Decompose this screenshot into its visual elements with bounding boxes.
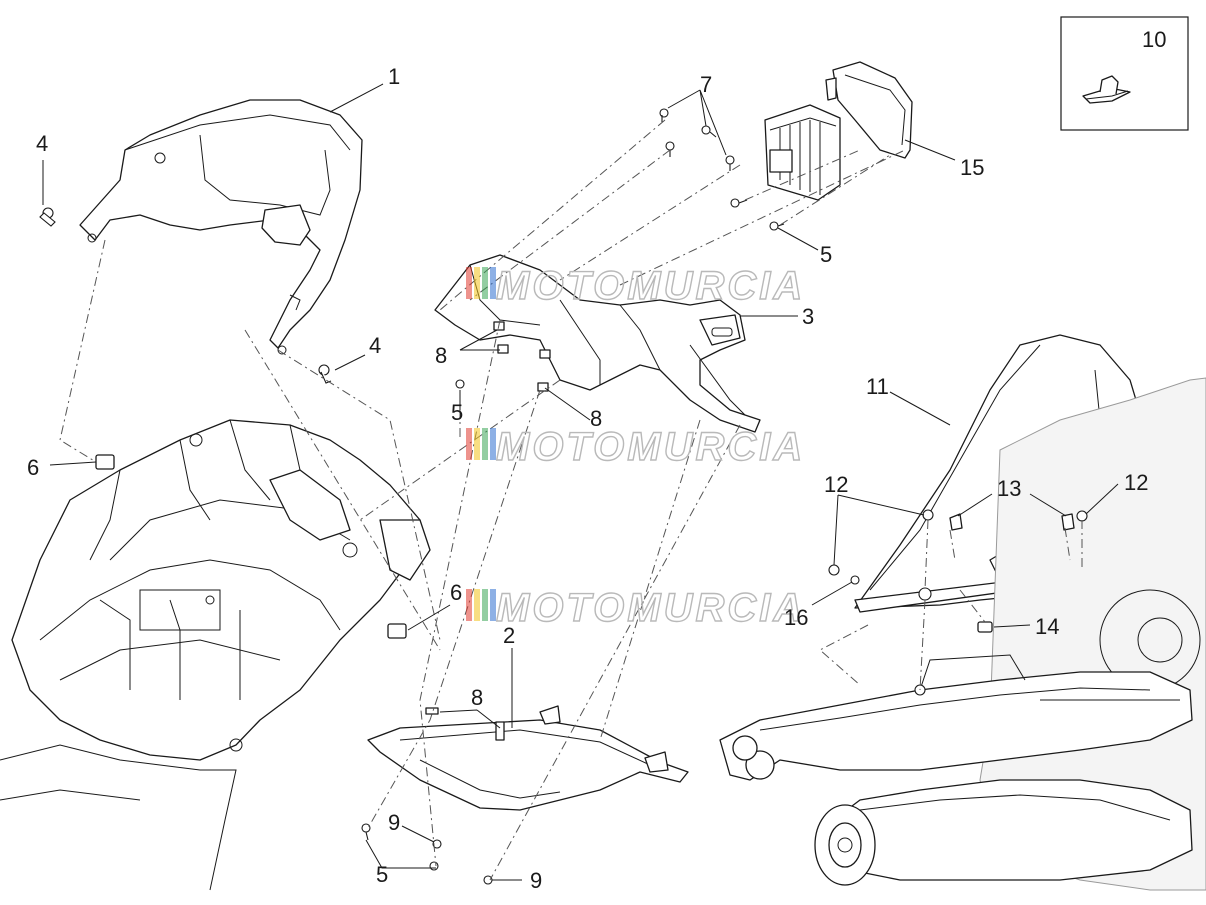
watermark-text: MOTOMURCIA: [496, 425, 805, 469]
watermark-text: MOTOMURCIA: [496, 264, 805, 308]
rear-subframe: [0, 419, 431, 891]
callout-5: 5: [376, 862, 388, 887]
callout-8: 8: [435, 343, 447, 368]
callout-labels: 1 2 3 4 4 5 5 5 6 6 7 8 8 8 9 9 10 11 12…: [27, 27, 1166, 893]
callout-5: 5: [451, 400, 463, 425]
callout-8: 8: [590, 406, 602, 431]
bracket-part-15: [825, 61, 913, 159]
callout-3: 3: [802, 304, 814, 329]
callout-10: 10: [1142, 27, 1166, 52]
leader-lines: [42, 83, 1119, 881]
fasteners: [39, 108, 1088, 885]
tray-part-2: [367, 705, 689, 811]
callout-6: 6: [450, 580, 462, 605]
inset-box-part-10: [1060, 16, 1189, 131]
callout-8: 8: [471, 685, 483, 710]
callout-6: 6: [27, 455, 39, 480]
callout-15: 15: [960, 155, 984, 180]
watermark-middle: MOTOMURCIA: [466, 424, 805, 470]
callout-9: 9: [388, 810, 400, 835]
callout-7: 7: [700, 72, 712, 97]
callout-1: 1: [388, 64, 400, 89]
callout-5: 5: [820, 242, 832, 267]
callout-9: 9: [530, 868, 542, 893]
callout-2: 2: [503, 623, 515, 648]
swingarm-and-exhaust: [719, 377, 1206, 891]
watermark-bottom: MOTOMURCIA: [466, 585, 805, 631]
callout-4: 4: [369, 333, 381, 358]
tail-cover-part-1: [79, 99, 363, 355]
callout-14: 14: [1035, 614, 1059, 639]
callout-12: 12: [824, 472, 848, 497]
callout-4: 4: [36, 131, 48, 156]
watermark-text: MOTOMURCIA: [496, 586, 805, 630]
voltage-regulator: [764, 104, 841, 201]
assembly-lines: [59, 119, 1083, 881]
callout-16: 16: [784, 605, 808, 630]
callout-13: 13: [997, 476, 1021, 501]
watermark-top: MOTOMURCIA: [466, 263, 805, 309]
callout-12: 12: [1124, 470, 1148, 495]
callout-11: 11: [866, 374, 889, 399]
